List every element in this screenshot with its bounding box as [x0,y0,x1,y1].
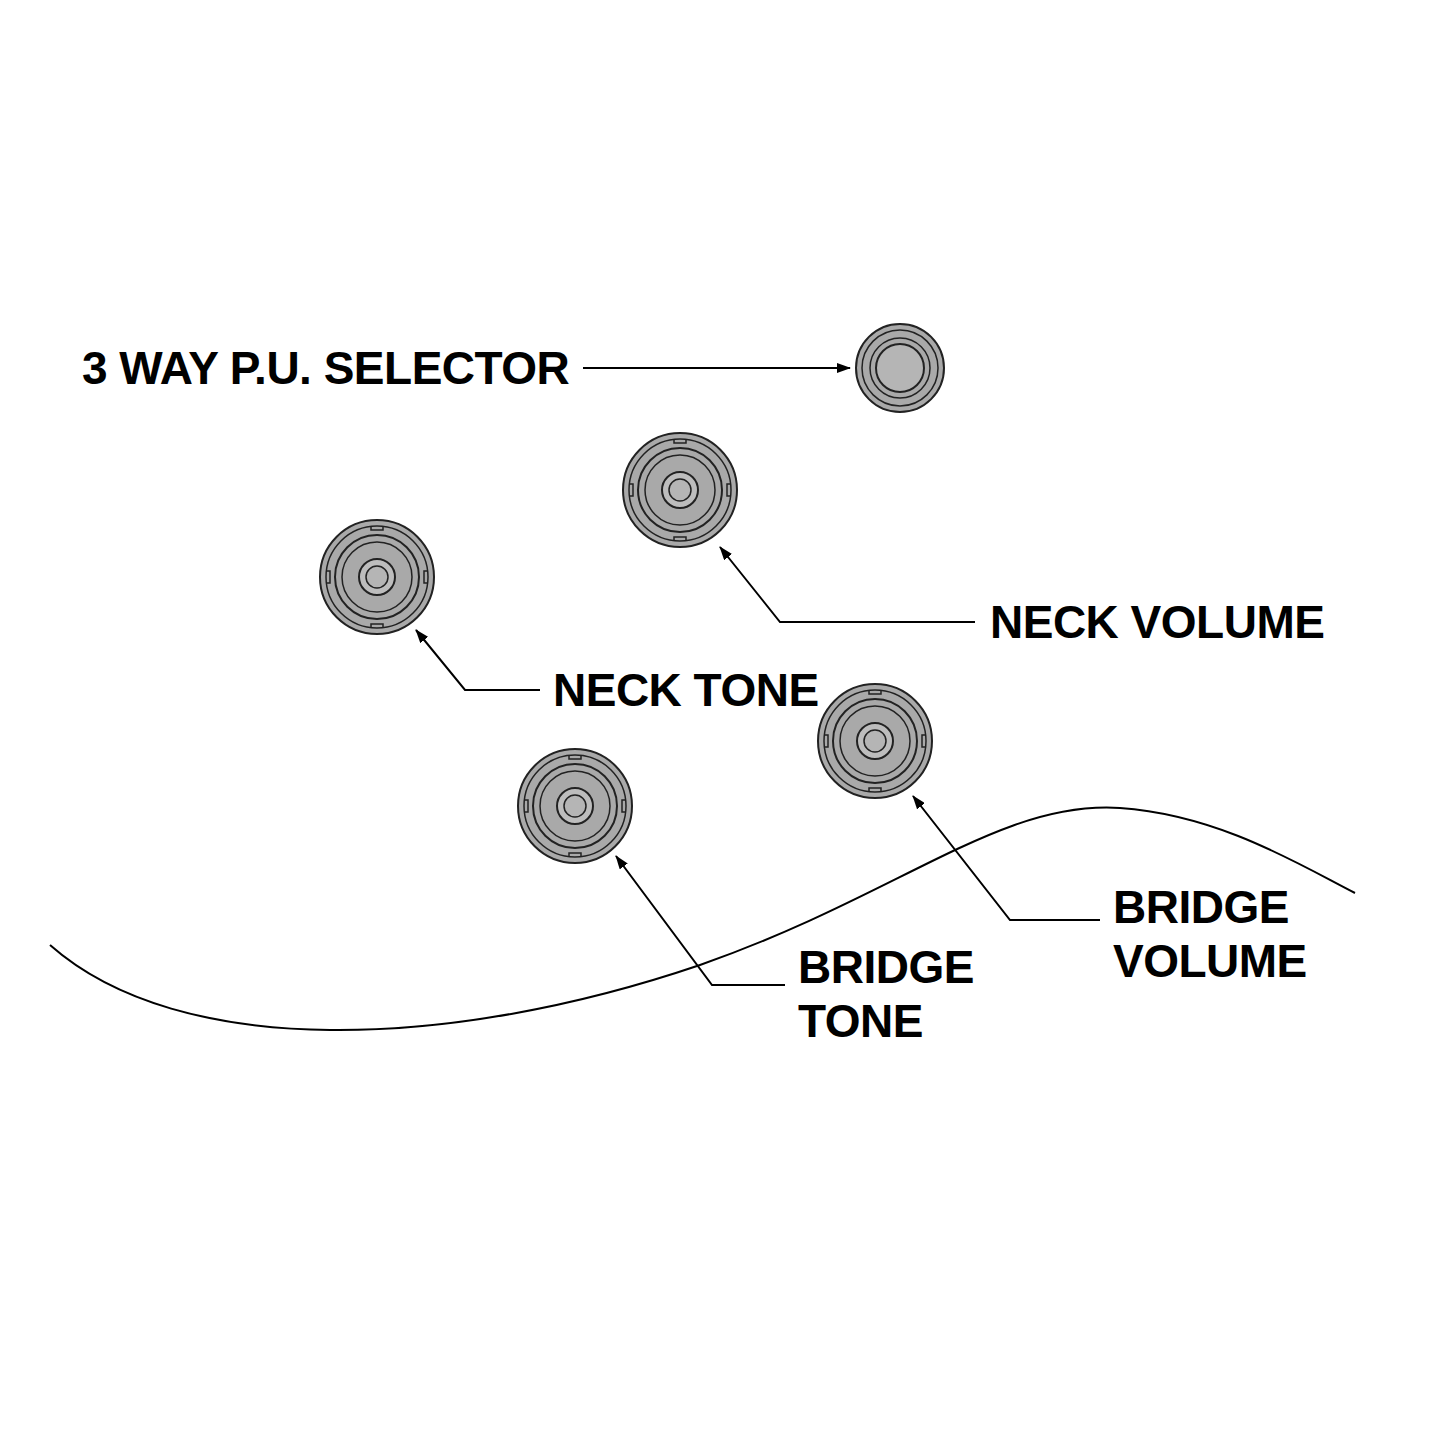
bridge-volume-knob [818,684,932,798]
selector-knob [856,324,944,412]
control-label: NECK TONE [553,663,819,717]
control-label: 3 WAY P.U. SELECTOR [82,341,569,395]
leader-line [913,796,1100,920]
leader-line [583,367,850,369]
control-label: NECK VOLUME [990,595,1324,649]
leader-line [416,630,540,690]
neck-volume-knob [623,433,737,547]
control-label: BRIDGE TONE [798,940,1048,1048]
leader-line [616,856,785,985]
control-label: BRIDGE VOLUME [1113,880,1363,988]
neck-tone-knob [320,520,434,634]
leader-line [720,547,975,622]
bridge-tone-knob [518,749,632,863]
